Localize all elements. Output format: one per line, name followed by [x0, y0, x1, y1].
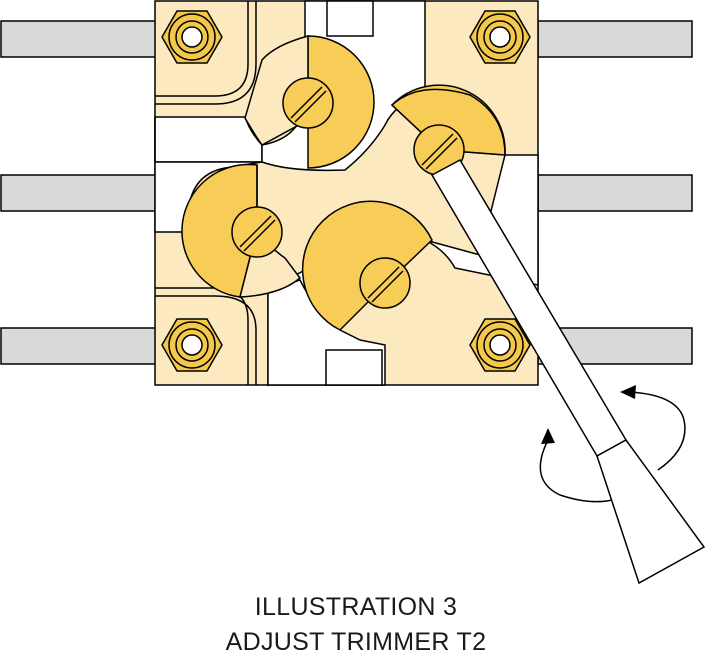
pin-right-top	[537, 20, 693, 58]
pin-left-bottom	[0, 327, 157, 365]
screwdriver	[430, 158, 706, 585]
nuts	[161, 10, 531, 372]
nut-top-left	[161, 10, 223, 64]
slot-bottom	[325, 349, 383, 386]
pad-outline-bottom-left-inner	[155, 295, 257, 385]
rotate-arrow-lower	[539, 439, 613, 503]
pad-outline-top-left	[155, 1, 249, 97]
caption-line-2: ADJUST TRIMMER T2	[225, 628, 487, 656]
screw-bottom	[359, 257, 411, 309]
rotate-arrow-upper-head	[620, 385, 636, 399]
screws	[231, 77, 465, 309]
rotor-left	[181, 163, 258, 298]
pin-left-top	[0, 20, 157, 58]
rotate-arrow-lower-head	[541, 428, 555, 444]
rotor-top-right-outer	[390, 88, 506, 156]
nut-bottom-right	[469, 318, 531, 372]
screw-left	[231, 206, 283, 258]
pin-right-middle	[537, 174, 693, 212]
nut-top-right	[469, 10, 531, 64]
screw-top-right	[413, 124, 465, 176]
nut-bottom-left	[161, 318, 223, 372]
pin-left-middle	[0, 174, 157, 212]
screw-top	[282, 77, 334, 129]
rotate-icon	[539, 385, 686, 503]
pad-outline-top-left-inner	[155, 1, 257, 105]
caption-line-1: ILLUSTRATION 3	[254, 593, 458, 621]
screwdriver-handle	[596, 439, 706, 585]
channel-top-left	[154, 116, 263, 163]
rotor-top	[307, 35, 375, 169]
slot-top	[326, 0, 374, 37]
rotate-arrow-upper	[629, 391, 686, 471]
